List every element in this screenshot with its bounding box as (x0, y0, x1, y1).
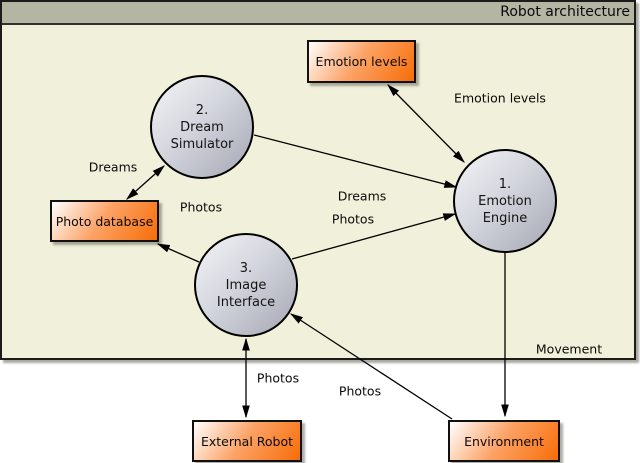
node-dream-simulator: 2. Dream Simulator (150, 75, 254, 179)
box-external-robot-label: External Robot (200, 433, 294, 449)
page-title: Robot architecture (500, 4, 630, 20)
edge-label-photos-environment: Photos (338, 383, 382, 399)
edge-label-photos-photodb: Photos (179, 199, 223, 215)
edge-label-emotion-levels: Emotion levels (454, 90, 546, 106)
node-dream-simulator-label: 2. Dream Simulator (170, 102, 234, 152)
node-emotion-engine: 1. Emotion Engine (453, 149, 557, 253)
edge-label-photos-emotion: Photos (331, 211, 375, 227)
node-emotion-engine-label: 1. Emotion Engine (478, 176, 532, 226)
box-photo-database: Photo database (50, 200, 159, 242)
box-environment-label: Environment (464, 433, 544, 449)
edge-label-photos-robot: Photos (256, 370, 300, 386)
title-bar: Robot architecture (2, 2, 634, 25)
edge-label-dreams-emotion: Dreams (337, 188, 387, 204)
box-photo-database-label: Photo database (55, 213, 154, 229)
node-image-interface: 3. Image Interface (194, 233, 298, 337)
box-emotion-levels-label: Emotion levels (315, 54, 408, 69)
box-environment: Environment (448, 420, 560, 462)
node-image-interface-label: 3. Image Interface (216, 260, 276, 310)
edge-label-dreams-photodb: Dreams (88, 159, 138, 175)
box-external-robot: External Robot (192, 420, 302, 462)
box-emotion-levels: Emotion levels (307, 40, 416, 83)
edge-label-movement: Movement (535, 341, 603, 357)
